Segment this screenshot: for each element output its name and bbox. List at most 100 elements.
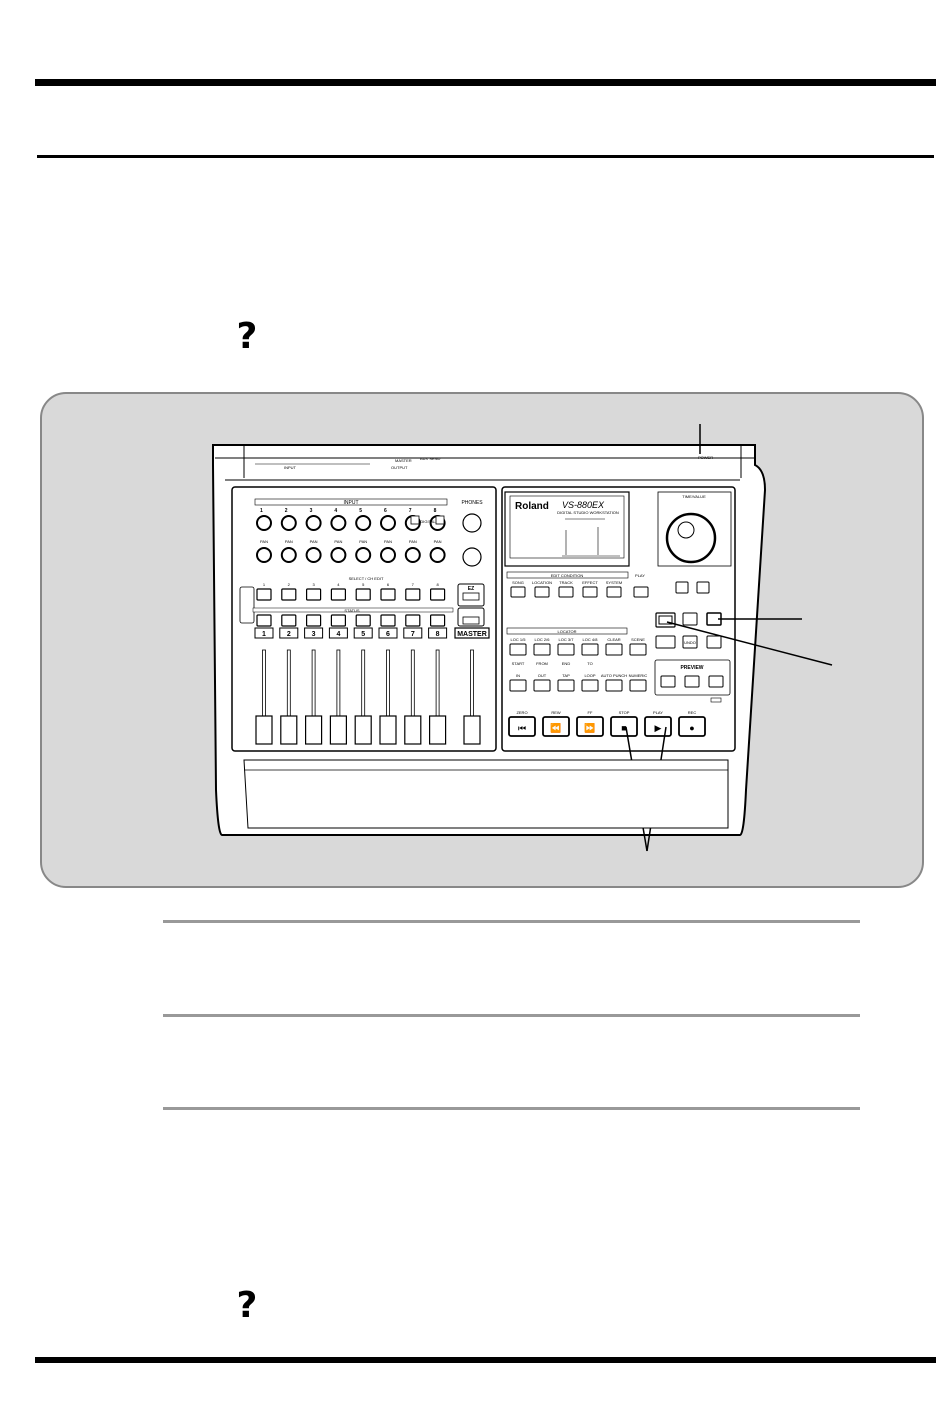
- fader-knob-icon: [305, 715, 323, 745]
- input-channel-number: 7: [409, 508, 412, 514]
- channel-number-box: [403, 627, 423, 639]
- gain-knob-icon: [280, 515, 297, 531]
- locator-button: [533, 643, 551, 656]
- locator-button: [509, 643, 527, 656]
- status-button: [355, 614, 371, 627]
- select-channel-number: 1: [263, 582, 266, 587]
- channel-number: 5: [361, 631, 365, 638]
- select-button: [330, 588, 346, 601]
- status-heading: STATUS: [344, 608, 360, 613]
- status-button: [330, 614, 346, 627]
- play-condition-button: [633, 586, 649, 598]
- time-value-label: TIME/VALUE: [682, 494, 706, 499]
- status-button: [380, 614, 396, 627]
- edit-tab-label: LOCATION: [532, 580, 552, 585]
- input-channel-number: 5: [359, 508, 362, 514]
- phones-heading: PHONES: [461, 500, 483, 506]
- select-button: [256, 588, 272, 601]
- input-heading: INPUT: [344, 500, 359, 506]
- locator-label: CLEAR: [607, 637, 620, 642]
- pan-knob-icon: [305, 547, 322, 563]
- channel-number-box: [304, 627, 324, 639]
- transport-label: ZERO: [516, 710, 527, 715]
- channel-number: 3: [312, 631, 316, 638]
- channel-number: 6: [386, 631, 390, 638]
- channel-number-box: [328, 627, 348, 639]
- transport-button: [610, 716, 638, 737]
- channel-number-box: [428, 627, 448, 639]
- pan-knob-icon: [355, 547, 372, 563]
- pan-label: PAN: [409, 539, 417, 544]
- locator-button: [629, 643, 647, 656]
- edit-tab-label: TRACK: [559, 580, 573, 585]
- fader-knob-icon: [429, 715, 447, 745]
- marker-label: NUMERIC: [629, 673, 648, 678]
- transport-glyph-icon: ⏩: [584, 722, 595, 733]
- marker-label: AUTO PUNCH: [601, 673, 627, 678]
- edit-tab-label: SYSTEM: [606, 580, 622, 585]
- edit-tab-button: [582, 586, 598, 598]
- channel-number: 4: [336, 631, 340, 638]
- transport-label: FF: [588, 710, 593, 715]
- pan-knob-icon: [280, 547, 297, 563]
- rear-output-label: OUTPUT: [391, 465, 408, 470]
- fader-knob-icon: [404, 715, 422, 745]
- pan-label: PAN: [310, 539, 318, 544]
- status-button: [281, 614, 297, 627]
- pan-knob-icon: [380, 547, 396, 563]
- help-icon: ?: [236, 1285, 258, 1326]
- marker-button: [605, 679, 623, 692]
- model-name: VS-880EX: [562, 500, 605, 510]
- locator-heading: LOCATOR: [558, 629, 577, 634]
- section-rule: [37, 155, 934, 158]
- locator-label: LOC 2/6: [535, 637, 551, 642]
- svg-text:EZ: EZ: [468, 586, 474, 592]
- channel-number: 2: [287, 631, 291, 638]
- select-channel-number: 2: [288, 582, 291, 587]
- channel-number-box: [378, 627, 398, 639]
- gain-knob-icon: [330, 515, 347, 531]
- status-button-row: [256, 614, 446, 627]
- marker-button: [629, 679, 647, 692]
- marker-button: [533, 679, 551, 692]
- pan-knob-icon: [429, 547, 446, 563]
- select-channel-number: 5: [362, 582, 365, 587]
- footer-rule: [35, 1357, 936, 1363]
- select-button: [355, 588, 371, 601]
- select-button: [430, 588, 446, 601]
- channel-number: 1: [262, 631, 266, 638]
- transport-button: [678, 716, 706, 737]
- select-channel-number: 7: [412, 582, 415, 587]
- locator-label: SCENE: [631, 637, 645, 642]
- rear-power-label: POWER: [698, 455, 713, 460]
- edit-tab-label: EFFECT: [582, 580, 598, 585]
- select-channel-number: 3: [312, 582, 315, 587]
- digital-label: DIGITAL: [420, 519, 436, 524]
- pan-label: PAN: [285, 539, 293, 544]
- master-label: MASTER: [457, 631, 487, 638]
- fader-row: [255, 649, 481, 745]
- channel-number-box: [353, 627, 373, 639]
- fader-knob-icon: [255, 715, 273, 745]
- locator-label: LOC 1/5: [511, 637, 527, 642]
- input-channel-number: 8: [434, 508, 437, 514]
- pan-knob-icon: [404, 547, 421, 563]
- header-rule: [35, 79, 936, 86]
- marker-label: TAP: [562, 673, 570, 678]
- select-button: [380, 588, 396, 601]
- select-channel-number: 6: [387, 582, 390, 587]
- gain-knob-icon: [380, 515, 396, 531]
- pan-label: PAN: [334, 539, 342, 544]
- marker-label: FROM: [536, 661, 548, 666]
- gain-knob-icon: [355, 515, 372, 531]
- pan-label: PAN: [260, 539, 268, 544]
- transport-button: [542, 716, 570, 737]
- model-subtitle: DIGITAL STUDIO WORKSTATION: [557, 510, 619, 515]
- transport-buttons: ZERO⏮REW⏪FF⏩STOP■PLAY▶REC●: [508, 710, 706, 737]
- transport-label: PLAY: [653, 710, 663, 715]
